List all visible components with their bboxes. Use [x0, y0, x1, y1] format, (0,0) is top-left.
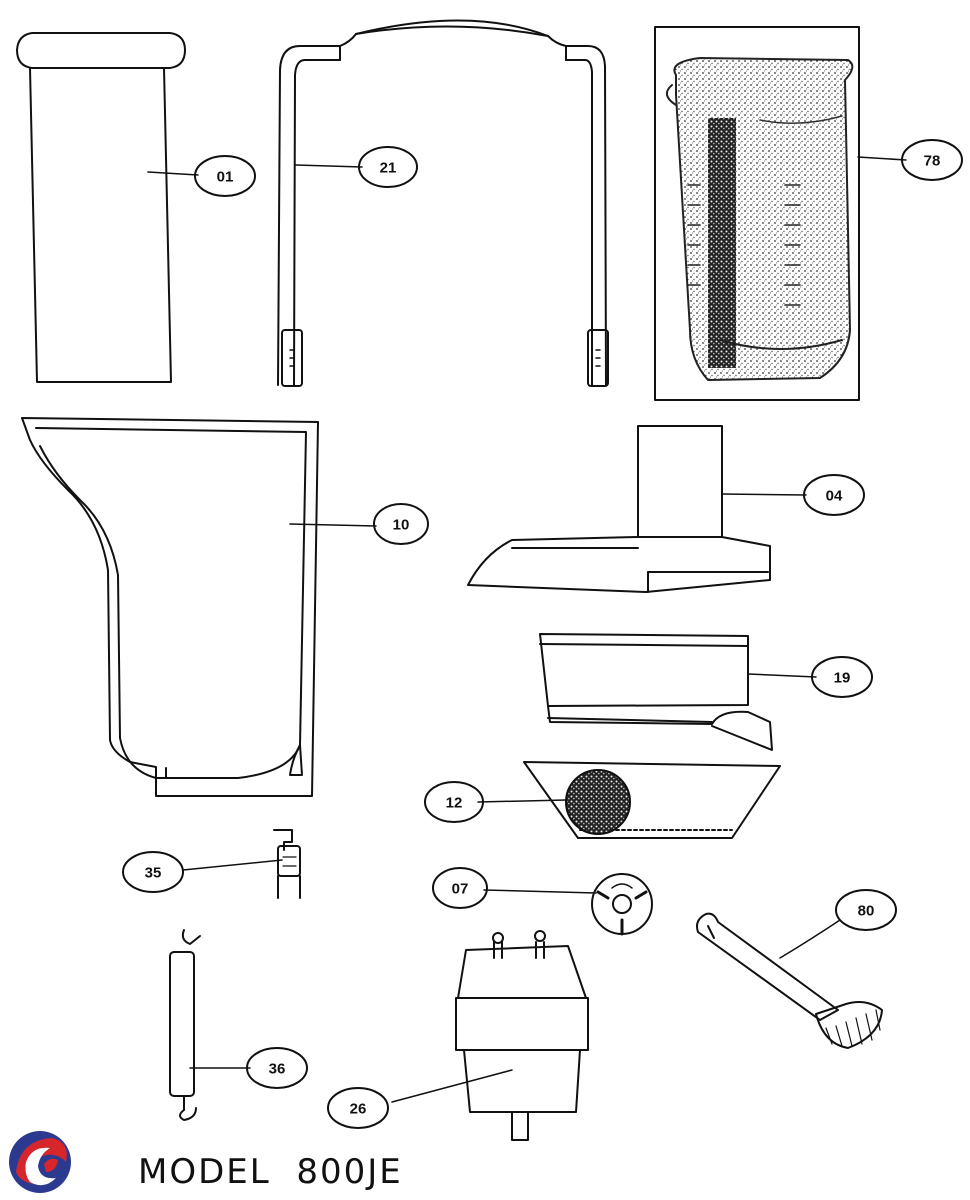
- callout-21: [358, 146, 418, 188]
- leader-lines: [147, 156, 907, 1103]
- part-number-78: 78: [924, 153, 941, 170]
- callout-circles: [122, 139, 963, 1129]
- cleaning-brush-drawing: [696, 912, 883, 1049]
- filter-basket-drawing: [523, 761, 781, 839]
- part-number-19: 19: [834, 670, 851, 687]
- callout-26: [327, 1087, 389, 1129]
- callout-80: [835, 889, 897, 931]
- model-title: MODEL 800JE: [138, 1152, 403, 1192]
- callout-78: [901, 139, 963, 181]
- callout-35: [122, 851, 184, 893]
- callout-10: [373, 503, 429, 545]
- hinge-rod-drawing: [169, 929, 201, 1121]
- part-number-80: 80: [858, 903, 875, 920]
- locking-arm-drawing: [277, 19, 609, 387]
- part-number-01: 01: [217, 169, 234, 186]
- brand-logo: [9, 1131, 71, 1193]
- filter-bowl-surround-drawing: [539, 633, 773, 751]
- part-number-35: 35: [145, 865, 162, 882]
- hinge-part-drawing: [273, 829, 301, 899]
- food-pusher-drawing: [16, 32, 186, 383]
- part-number-21: 21: [380, 160, 397, 177]
- drive-coupling-drawing: [591, 873, 653, 936]
- pulp-container-drawing: [21, 417, 319, 797]
- part-number-12: 12: [446, 795, 463, 812]
- callout-07: [432, 867, 488, 909]
- part-number-26: 26: [350, 1101, 367, 1118]
- part-number-07: 07: [452, 881, 469, 898]
- part-number-04: 04: [826, 488, 843, 505]
- callout-19: [811, 656, 873, 698]
- motor-drawing: [455, 930, 589, 1141]
- callout-36: [246, 1047, 308, 1089]
- juicer-cover-drawing: [467, 425, 771, 593]
- callout-04: [803, 474, 865, 516]
- juice-jug-drawing: [654, 26, 860, 401]
- part-number-10: 10: [393, 517, 410, 534]
- callout-12: [424, 781, 484, 823]
- part-number-36: 36: [269, 1061, 286, 1078]
- callout-01: [194, 155, 256, 197]
